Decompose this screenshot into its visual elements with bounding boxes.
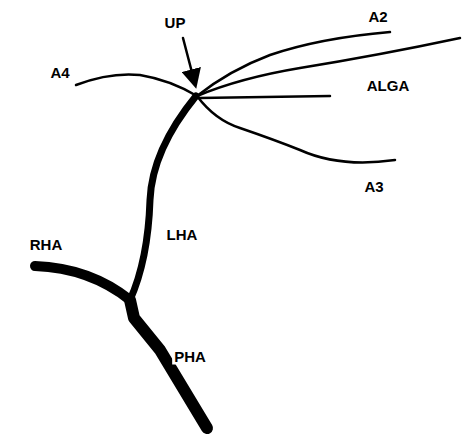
vessel-label: RHA <box>28 236 65 253</box>
vessel-label: LHA <box>165 226 200 243</box>
vessel-label: UP <box>163 14 188 31</box>
leader-arrow <box>183 38 195 84</box>
left-hepatic-artery <box>130 96 196 300</box>
vessel-label: A3 <box>362 178 385 195</box>
segment-4-artery <box>76 74 197 96</box>
horizontal-branch <box>199 96 330 98</box>
right-hepatic-artery <box>35 266 130 300</box>
vessel-label: A4 <box>48 64 71 81</box>
proper-hepatic-artery <box>130 300 207 428</box>
vessel-label: PHA <box>172 348 208 365</box>
vessel-label: A2 <box>366 8 389 25</box>
segment-3-artery <box>197 96 395 162</box>
vessel-label: ALGA <box>365 77 412 94</box>
left-gastric-branch <box>197 38 460 96</box>
